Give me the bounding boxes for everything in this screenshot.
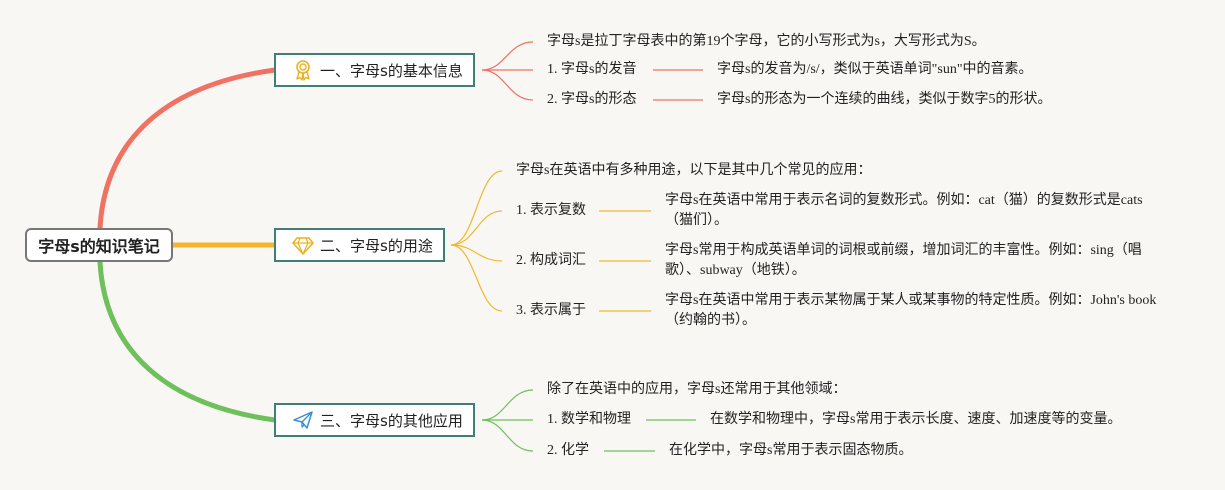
branch-1-subconnectors [481, 41, 703, 101]
branch-3-item-1-detail: 在数学和物理中，字母s常用于表示长度、速度、加速度等的变量。 [710, 412, 1122, 427]
branch-3-item-2-detail: 在化学中，字母s常用于表示固态物质。 [669, 443, 913, 458]
paper-plane-icon [292, 409, 314, 431]
root-node[interactable]: 字母s的知识笔记 [25, 228, 173, 262]
branch-3-item-2-label: 2. 化学 [547, 443, 589, 458]
branch-2-item-1-label: 1. 表示复数 [516, 203, 586, 218]
branch-3-subconnectors [481, 389, 696, 452]
branch-1-item-2-label: 2. 字母s的形态 [547, 92, 637, 107]
branch-1-intro: 字母s是拉丁字母表中的第19个字母，它的小写形式为s，大写形式为S。 [547, 34, 986, 49]
root-label: 字母s的知识笔记 [38, 237, 160, 256]
award-ribbon-icon [292, 59, 314, 81]
branch-3-item-1-label: 1. 数学和物理 [547, 412, 631, 427]
branch-label: 二、字母s的用途 [320, 236, 433, 255]
branch-2-item-3-label: 3. 表示属于 [516, 303, 586, 318]
branch-2-intro: 字母s在英语中有多种用途，以下是其中几个常见的应用： [516, 163, 872, 178]
branch-node-other-uses[interactable]: 三、字母s的其他应用 [274, 403, 475, 437]
branch-2-item-2-detail: 字母s常用于构成英语单词的词根或前缀，增加词汇的丰富性。例如：sing（唱歌）、… [665, 243, 1142, 278]
branch-node-basic-info[interactable]: 一、字母s的基本信息 [274, 53, 475, 87]
branch-label: 三、字母s的其他应用 [320, 411, 463, 430]
branch-2-item-2-label: 2. 构成词汇 [516, 253, 586, 268]
branch-2-item-1-detail: 字母s在英语中常用于表示名词的复数形式。例如：cat（猫）的复数形式是cats（… [665, 193, 1143, 228]
branch-1-item-1-detail: 字母s的发音为/s/，类似于英语单词"sun"中的音素。 [717, 62, 1033, 77]
branch-2-subconnectors [450, 170, 651, 312]
branch-node-uses[interactable]: 二、字母s的用途 [274, 228, 445, 262]
diamond-icon [292, 234, 314, 256]
branch-2-item-3-detail: 字母s在英语中常用于表示某物属于某人或某事物的特定性质。例如：John's bo… [665, 293, 1157, 328]
branch-1-item-1-label: 1. 字母s的发音 [547, 62, 637, 77]
connector-root-branch-1 [97, 67, 278, 231]
branch-3-intro: 除了在英语中的应用，字母s还常用于其他领域： [547, 382, 847, 397]
branch-label: 一、字母s的基本信息 [320, 61, 463, 80]
connector-root-branch-3 [97, 259, 278, 423]
branch-1-item-2-detail: 字母s的形态为一个连续的曲线，类似于数字5的形状。 [717, 92, 1052, 107]
